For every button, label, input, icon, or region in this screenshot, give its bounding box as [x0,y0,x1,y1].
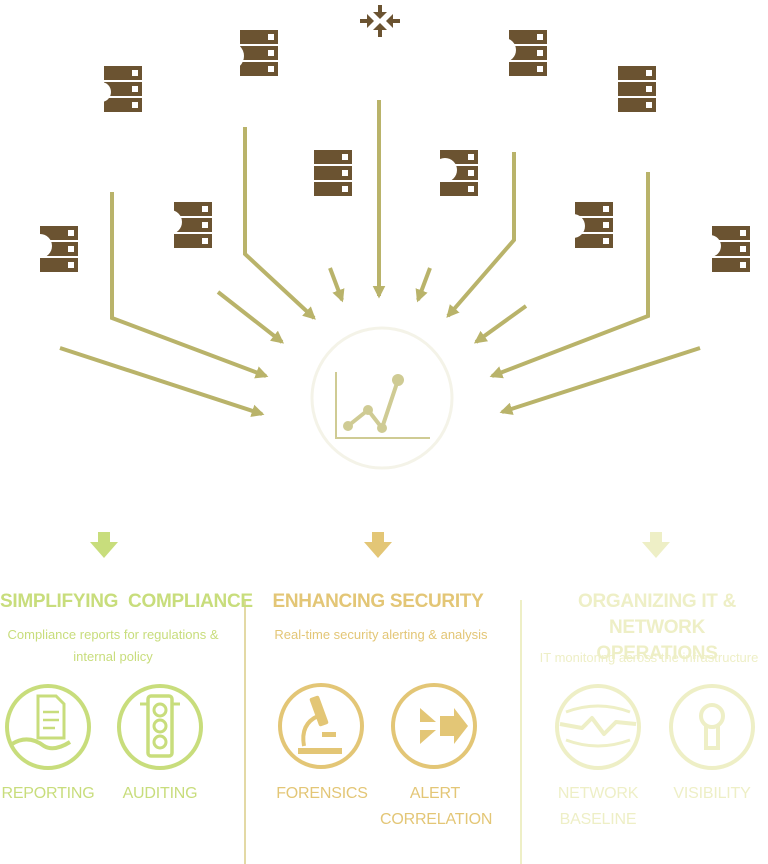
microscope-icon [278,683,364,769]
arrow-4 [243,127,316,320]
server-icon [314,150,352,196]
it-operations-subtitle: IT monitoring across the infrastructure [539,650,759,665]
compress-arrows-icon [360,5,400,37]
arrow-8 [446,152,516,318]
network-wave-icon [555,684,641,770]
keyhole-icon [669,684,755,770]
server-icons [28,30,750,272]
alert-correlation-label[interactable]: ALERT CORRELATION [380,785,493,828]
down-arrow-icon [90,532,118,558]
security-title: ENHANCING SECURITY [272,591,484,612]
forensics-label[interactable]: FORENSICS [276,785,368,802]
arrow-5 [328,267,345,303]
arrow-11 [499,346,701,415]
auditing-label[interactable]: AUDITING [122,785,198,802]
server-icon [240,30,278,76]
traffic-light-icon [117,684,203,770]
correlation-arrows-icon [391,683,477,769]
arrow-7 [415,267,432,303]
analytics-chart-icon [310,326,454,470]
reporting-label[interactable]: REPORTING [1,785,95,802]
it-operations-title: ORGANIZING IT & NETWORK OPERATIONS [577,591,737,664]
arrow-9 [473,304,528,344]
network-baseline-label[interactable]: NETWORK BASELINE [557,785,639,828]
column-divider [244,600,246,864]
arrow-1 [59,346,265,417]
column-divider [520,600,522,864]
down-arrow-icon [364,532,392,558]
arrow-3 [216,290,285,344]
arrow-2 [110,192,269,379]
arrow-10 [489,172,650,379]
compliance-title: SIMPLIFYING COMPLIANCE [0,591,253,612]
visibility-label[interactable]: VISIBILITY [673,785,751,802]
server-icon [618,66,656,112]
source-arrows [59,100,701,417]
report-hand-icon [5,684,91,770]
down-arrow-icon [642,532,670,558]
compliance-subtitle: Compliance reports for regulations & int… [7,627,219,664]
down-arrow-icons [90,532,670,558]
security-subtitle: Real-time security alerting & analysis [274,627,488,642]
